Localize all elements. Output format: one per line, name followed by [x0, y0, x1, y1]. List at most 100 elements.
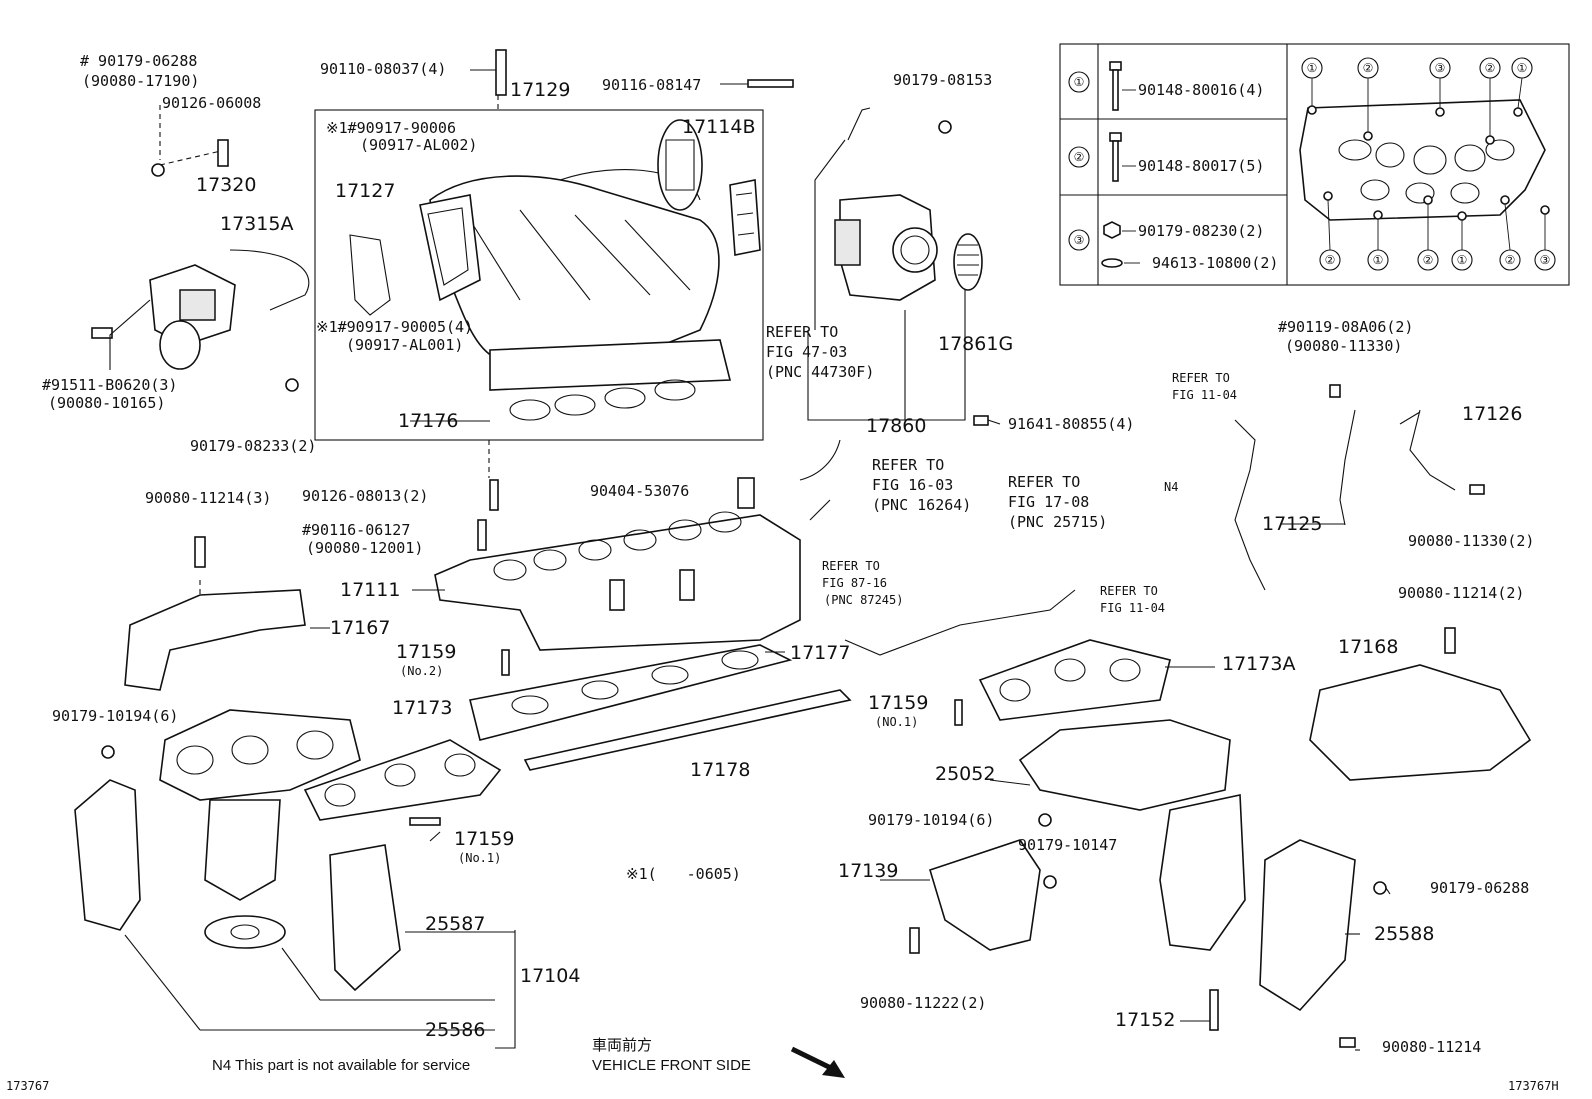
label-pnc-44730f: (PNC 44730F)	[766, 363, 874, 381]
nut-icon	[1103, 221, 1121, 239]
label-fig-16-03: FIG 16-03	[872, 476, 953, 494]
nut-icon	[1373, 881, 1387, 895]
label-17126: 17126	[1462, 403, 1522, 425]
label-17173: 17173	[392, 697, 452, 719]
callout: ①	[1307, 61, 1318, 75]
bolt-icon	[1339, 1037, 1356, 1048]
label-no1: (No.1)	[458, 851, 501, 865]
lower-intake-manifold-17111	[434, 511, 801, 651]
label-25052: 25052	[935, 763, 995, 785]
footer-jp: 車両前方	[592, 1037, 652, 1054]
figure-id-right: 173767H	[1508, 1079, 1559, 1093]
label-90119-08a06: #90119-08A06(2)	[1278, 318, 1413, 336]
nut-icon	[1043, 875, 1057, 889]
stud-icon	[409, 817, 441, 826]
gasket-17173	[303, 739, 502, 821]
legend-part-4: 94613-10800(2)	[1152, 254, 1278, 272]
legend-part-2: 90148-80017(5)	[1138, 157, 1264, 175]
exhaust-manifold-17104	[159, 709, 361, 901]
bolt-icon	[1109, 132, 1122, 182]
label-90080-11214: 90080-11214	[1382, 1038, 1481, 1056]
label-fig-47-03: FIG 47-03	[766, 343, 847, 361]
label-90080-10165: (90080-10165)	[48, 394, 165, 412]
label-17315a: 17315A	[220, 213, 293, 235]
note-1: ※1( -0605)	[626, 865, 741, 883]
footer-front-side: VEHICLE FRONT SIDE	[592, 1057, 751, 1074]
label-refer-to: REFER TO	[872, 456, 944, 474]
gasket-exhaust	[204, 915, 286, 949]
label-90116-06127: #90116-06127	[302, 521, 410, 539]
stud-icon	[477, 519, 487, 551]
bolt-icon	[495, 49, 507, 96]
gasket-17177	[469, 644, 793, 741]
label-17168: 17168	[1338, 636, 1398, 658]
stud-17152	[1209, 989, 1219, 1031]
label-17320: 17320	[196, 174, 256, 196]
bolt-icon	[1469, 484, 1485, 495]
heat-insulator-17167	[124, 589, 306, 691]
label-25587: 25587	[425, 913, 485, 935]
callout: ②	[1505, 253, 1516, 267]
label-17159-no1-low: 17159	[454, 828, 514, 850]
label-pnc-25715: (PNC 25715)	[1008, 513, 1107, 531]
bracket-17126	[1409, 409, 1456, 491]
label-90179-06288-right: 90179-06288	[1430, 879, 1529, 897]
nut-icon	[938, 120, 952, 134]
label-91511-b0620: #91511-B0620(3)	[42, 376, 177, 394]
idle-control-valve-17320	[149, 264, 236, 370]
label-fig-87-16: FIG 87-16	[822, 576, 887, 590]
label-25586: 25586	[425, 1019, 485, 1041]
footer-n4-note: N4 This part is not available for servic…	[212, 1057, 470, 1074]
label-90179-10194-right: 90179-10194(6)	[868, 811, 994, 829]
nut-icon	[1038, 813, 1052, 827]
label-17861g: 17861G	[938, 333, 1013, 355]
washer-icon	[1101, 258, 1123, 268]
label-90917-90005: ※1#90917-90005(4)	[316, 318, 473, 336]
footer: N4 This part is not available for servic…	[6, 1037, 1559, 1093]
hose	[847, 107, 871, 141]
stud-icon	[954, 699, 963, 726]
label-90179-10147: 90179-10147	[1018, 836, 1117, 854]
label-90126-06008: 90126-06008	[162, 94, 261, 112]
stud-icon	[747, 79, 794, 88]
nut-icon	[285, 378, 299, 392]
label-90080-11330-2: 90080-11330(2)	[1408, 532, 1534, 550]
legend-part-1: 90148-80016(4)	[1138, 81, 1264, 99]
label-90179-06288: # 90179-06288	[80, 52, 197, 70]
label-91641-80855: 91641-80855(4)	[1008, 415, 1134, 433]
label-pnc-87245: (PNC 87245)	[824, 593, 903, 607]
gasket-17127	[349, 234, 391, 316]
label-refer-to: REFER TO	[766, 323, 838, 341]
callout: ③	[1435, 61, 1446, 75]
bracket-17139	[929, 839, 1041, 951]
label-fig-11-04: FIG 11-04	[1100, 601, 1165, 615]
callout: ①	[1517, 61, 1528, 75]
bolt-icon	[194, 536, 206, 568]
nut-icon	[151, 163, 165, 177]
gasket-17114b	[729, 179, 761, 256]
heat-insulator-17168	[1309, 664, 1532, 781]
callout: ②	[1485, 61, 1496, 75]
label-90179-08153: 90179-08153	[893, 71, 992, 89]
label-17177: 17177	[790, 642, 850, 664]
legend-key-3: ③	[1074, 233, 1085, 247]
legend-part-3: 90179-08230(2)	[1138, 222, 1264, 240]
catalytic-converter-25587	[329, 844, 401, 992]
label-fig-17-08: FIG 17-08	[1008, 493, 1089, 511]
fitting-90404	[737, 477, 755, 509]
label-no1: (NO.1)	[875, 715, 918, 729]
front-direction-arrow-icon	[790, 1046, 845, 1078]
catalytic-converter-25586	[74, 779, 141, 931]
callout: ②	[1363, 61, 1374, 75]
gasket-17176	[509, 379, 696, 421]
gasket-17173a	[978, 639, 1171, 721]
callout: ①	[1457, 253, 1468, 267]
label-refer-to: REFER TO	[1100, 584, 1158, 598]
hose-17315a	[229, 249, 310, 311]
throttle-body-17860	[834, 194, 938, 301]
label-refer-to: REFER TO	[1008, 473, 1080, 491]
bracket-17125	[1339, 409, 1356, 526]
figure-id-left: 173767	[6, 1079, 49, 1093]
